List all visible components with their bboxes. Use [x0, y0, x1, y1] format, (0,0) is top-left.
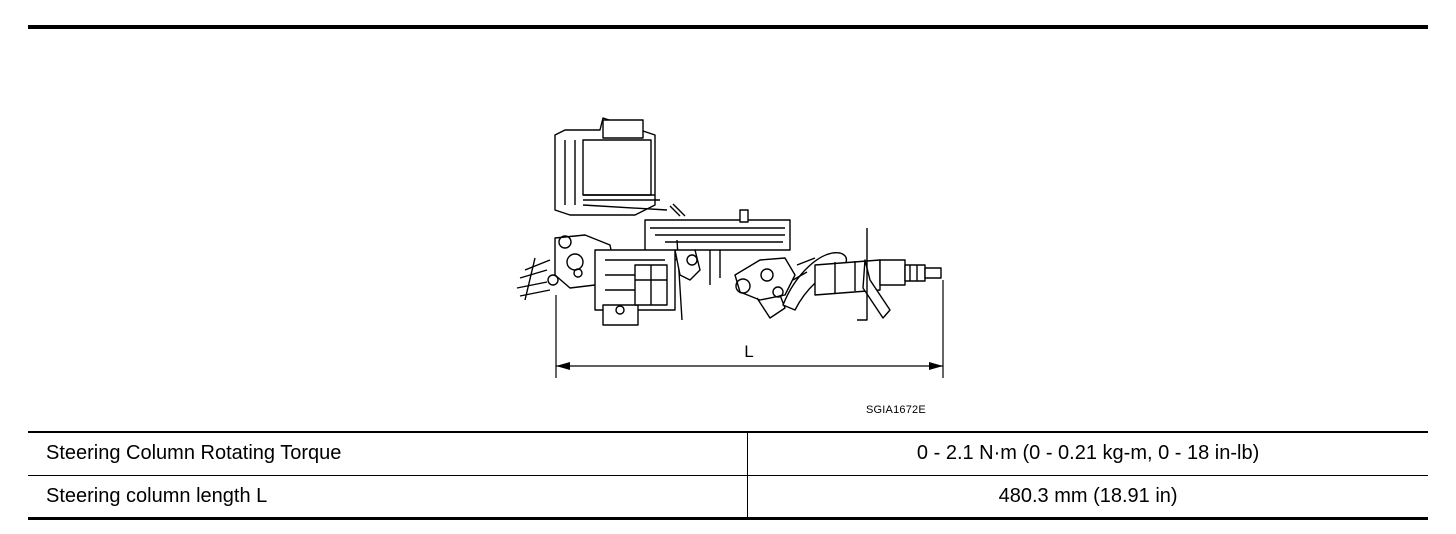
top-rule	[28, 25, 1428, 29]
table-row: Steering column length L 480.3 mm (18.91…	[28, 474, 1428, 520]
spec-item: Steering column length L	[28, 474, 748, 520]
dimension-label-l: L	[744, 342, 753, 361]
steering-column-illustration: L	[516, 117, 944, 378]
spec-item: Steering Column Rotating Torque	[28, 431, 748, 475]
figure-code: SGIA1672E	[866, 404, 926, 416]
spec-table: Steering Column Rotating Torque 0 - 2.1 …	[28, 431, 1428, 520]
spec-value: 0 - 2.1 N·m (0 - 0.21 kg-m, 0 - 18 in-lb…	[747, 431, 1428, 475]
spec-value: 480.3 mm (18.91 in)	[747, 474, 1428, 520]
table-row: Steering Column Rotating Torque 0 - 2.1 …	[28, 431, 1428, 475]
